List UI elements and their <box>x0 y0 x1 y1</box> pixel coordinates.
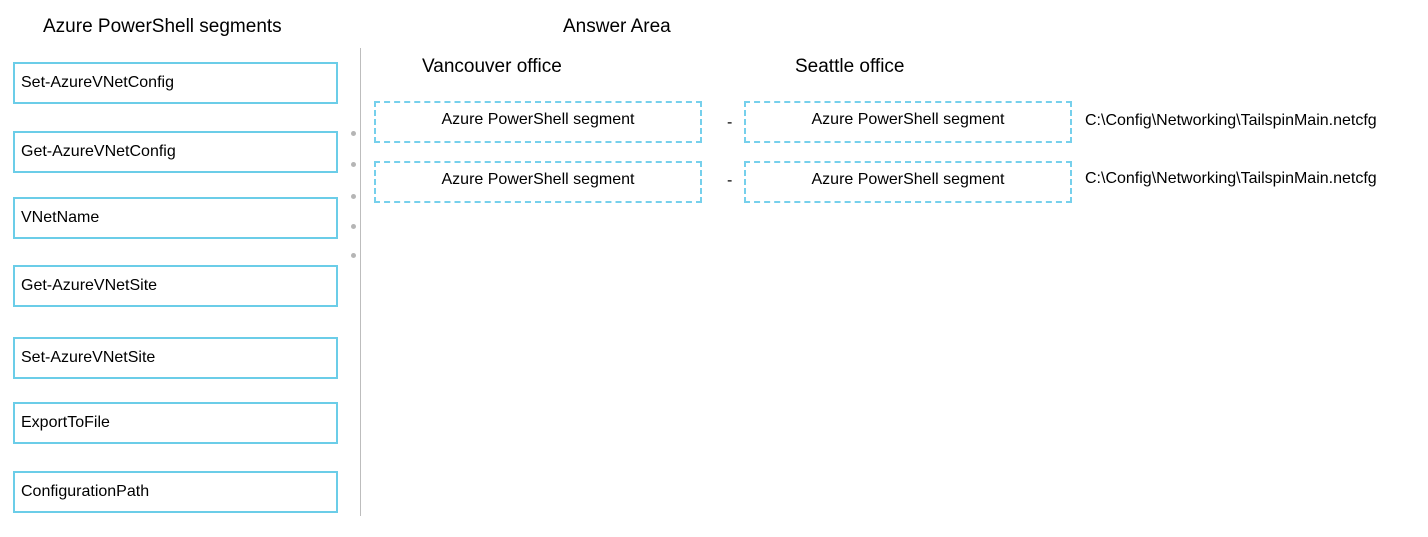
seattle-drop-slot-2[interactable]: Azure PowerShell segment <box>744 161 1072 203</box>
row-separator: - <box>727 114 733 131</box>
segment-get-azurevnetconfig[interactable]: Get-AzureVNetConfig <box>13 131 338 173</box>
slot-placeholder: Azure PowerShell segment <box>811 111 1005 128</box>
grip-dot <box>351 162 356 167</box>
left-panel-title: Azure PowerShell segments <box>43 16 282 37</box>
seattle-office-heading: Seattle office <box>795 56 905 77</box>
segment-set-azurevnetsite[interactable]: Set-AzureVNetSite <box>13 337 338 379</box>
seattle-drop-slot-1[interactable]: Azure PowerShell segment <box>744 101 1072 143</box>
slot-placeholder: Azure PowerShell segment <box>441 111 635 128</box>
segment-set-azurevnetconfig[interactable]: Set-AzureVNetConfig <box>13 62 338 104</box>
vancouver-office-heading: Vancouver office <box>422 56 562 77</box>
segment-label: Get-AzureVNetConfig <box>21 143 176 160</box>
vancouver-drop-slot-1[interactable]: Azure PowerShell segment <box>374 101 702 143</box>
panel-divider <box>360 48 361 516</box>
segment-exporttofile[interactable]: ExportToFile <box>13 402 338 444</box>
segment-get-azurevnetsite[interactable]: Get-AzureVNetSite <box>13 265 338 307</box>
segment-configurationpath[interactable]: ConfigurationPath <box>13 471 338 513</box>
slot-placeholder: Azure PowerShell segment <box>441 171 635 188</box>
config-path-text: C:\Config\Networking\TailspinMain.netcfg <box>1085 112 1377 129</box>
segment-label: ConfigurationPath <box>21 483 150 500</box>
segment-label: Set-AzureVNetSite <box>21 349 156 366</box>
grip-dot <box>351 194 356 199</box>
row-separator: - <box>727 172 733 189</box>
segment-label: ExportToFile <box>21 414 110 431</box>
grip-dot <box>351 131 356 136</box>
grip-dot <box>351 253 356 258</box>
segment-label: VNetName <box>21 209 100 226</box>
segment-label: Set-AzureVNetConfig <box>21 74 174 91</box>
vancouver-drop-slot-2[interactable]: Azure PowerShell segment <box>374 161 702 203</box>
slot-placeholder: Azure PowerShell segment <box>811 171 1005 188</box>
segment-label: Get-AzureVNetSite <box>21 277 158 294</box>
config-path-text: C:\Config\Networking\TailspinMain.netcfg <box>1085 170 1377 187</box>
grip-dot <box>351 224 356 229</box>
segment-vnetname[interactable]: VNetName <box>13 197 338 239</box>
answer-area-title: Answer Area <box>563 16 671 37</box>
